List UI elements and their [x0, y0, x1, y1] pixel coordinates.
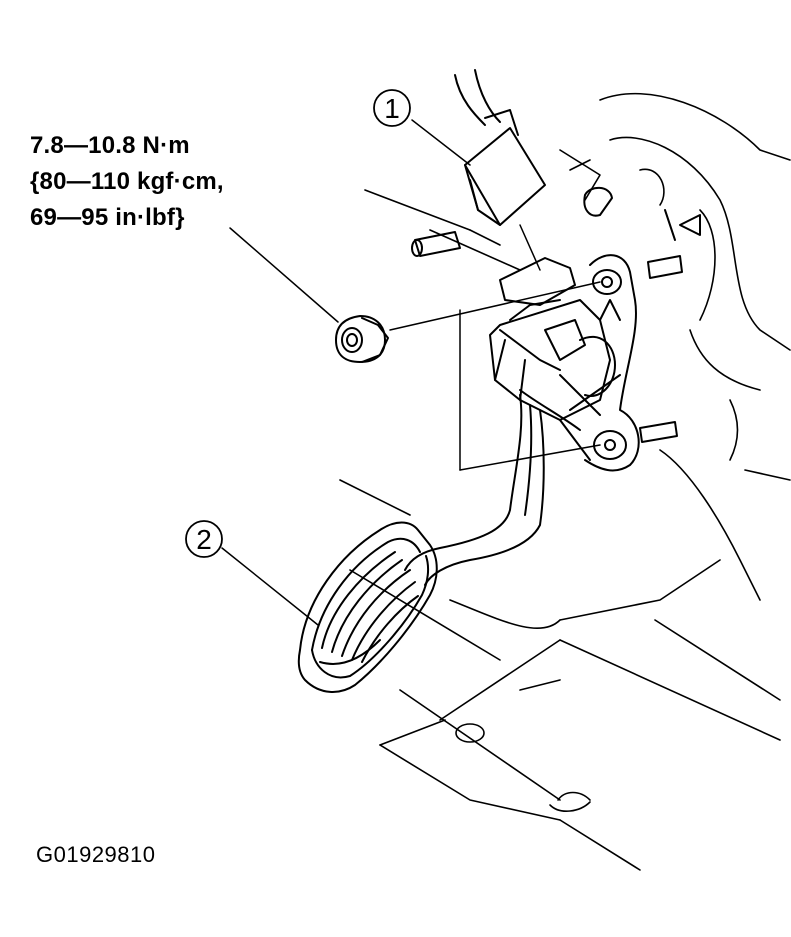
- torque-in-lbf: 69—95 in·lbf}: [30, 204, 185, 231]
- accelerator-pedal-pad: [297, 521, 438, 693]
- connector-part: [454, 69, 546, 271]
- callout-1: 1: [373, 89, 411, 127]
- callout-1-number: 1: [384, 93, 400, 124]
- leader-lines: [221, 119, 601, 626]
- figure-id: G01929810: [36, 842, 156, 867]
- callout-2: 2: [185, 520, 223, 558]
- torque-specification: 7.8—10.8 N·m {80—110 kgf·cm, 69—95 in·lb…: [30, 128, 224, 236]
- vehicle-body-outline: [339, 92, 791, 871]
- retaining-nut: [335, 315, 389, 363]
- callout-2-number: 2: [196, 524, 212, 555]
- mounting-studs: [411, 186, 701, 443]
- pedal-arm: [404, 394, 545, 586]
- torque-nm: 7.8—10.8 N·m: [30, 132, 190, 159]
- pedal-module-housing: [489, 254, 640, 472]
- torque-kgf-cm: {80—110 kgf·cm,: [30, 168, 224, 195]
